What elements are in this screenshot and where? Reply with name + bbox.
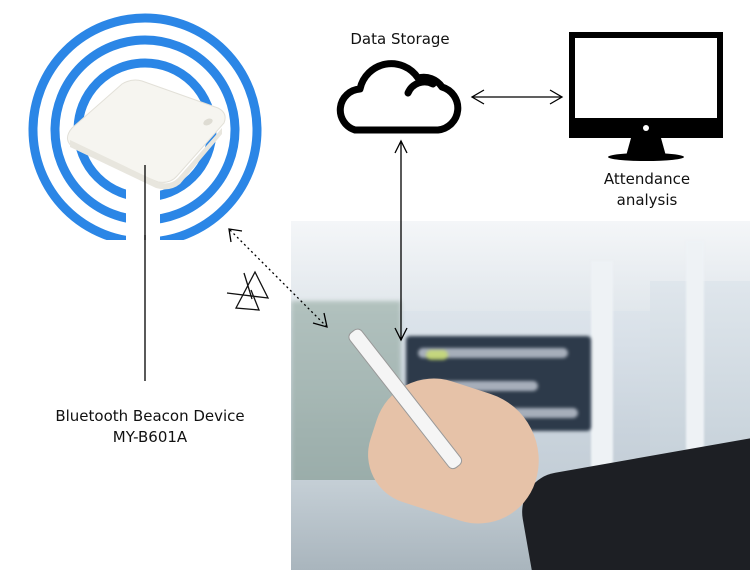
beacon-signal-rings (28, 13, 262, 240)
bluetooth-icon (226, 270, 270, 311)
cloud-icon (336, 60, 462, 134)
beacon-device-icon (67, 79, 226, 190)
attendance-label-line1: Attendance (603, 170, 691, 188)
monitor-icon (569, 32, 723, 161)
cloud-monitor-arrow (470, 89, 564, 105)
beacon-label: Bluetooth Beacon Device MY-B601A (20, 406, 280, 448)
beacon-label-model: MY-B601A (112, 428, 188, 446)
beacon-label-name: Bluetooth Beacon Device (55, 407, 245, 425)
attendance-label-line2: analysis (616, 191, 678, 209)
phone-cloud-arrow (394, 139, 408, 342)
beacon-leader-line (144, 235, 146, 381)
data-storage-label: Data Storage (350, 30, 450, 48)
beacon-phone-dotted-arrow (228, 228, 328, 328)
smartphone-photo (291, 221, 750, 570)
attendance-analysis-label: Attendance analysis (572, 169, 722, 211)
